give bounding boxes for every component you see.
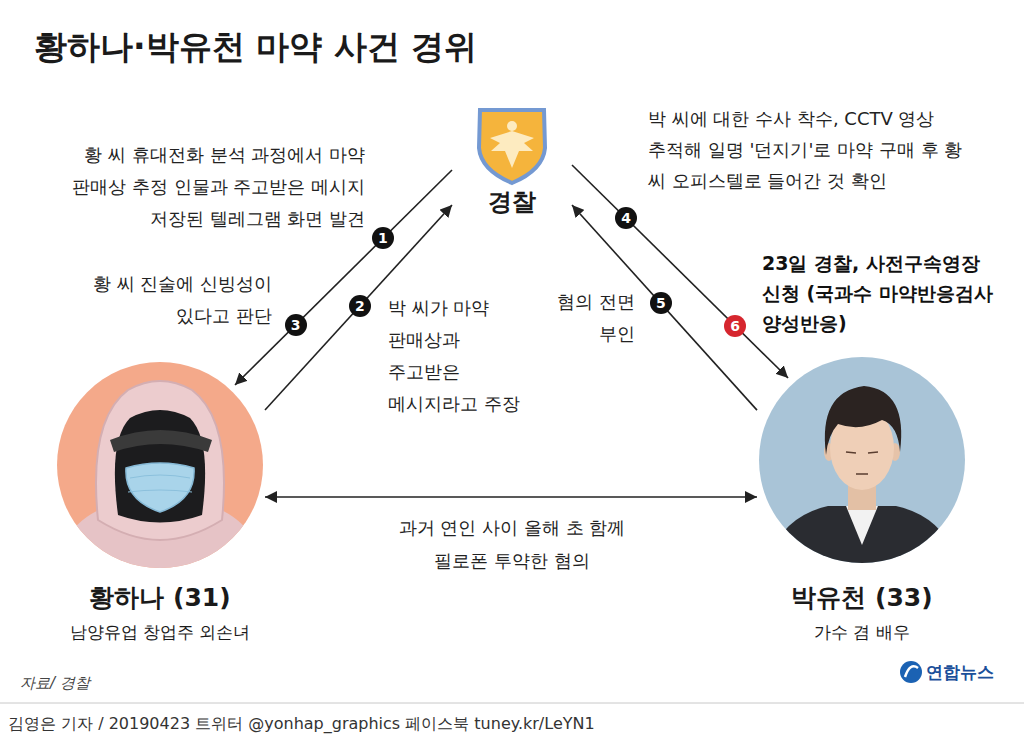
hood bbox=[96, 381, 224, 540]
logo-swoosh bbox=[905, 666, 918, 677]
yonhap-logo bbox=[900, 661, 922, 683]
cap-brim bbox=[110, 430, 212, 452]
arrow-label: 과거 연인 사이 올해 초 함께 필로폰 투약한 혐의 bbox=[387, 511, 637, 577]
logo-mark bbox=[900, 661, 922, 683]
face-mask bbox=[126, 463, 194, 512]
hair bbox=[825, 386, 901, 455]
relation-arrow bbox=[572, 165, 788, 378]
facial-features bbox=[846, 452, 878, 474]
eagle-body bbox=[490, 131, 534, 168]
police-node: 경찰 bbox=[452, 100, 572, 225]
portrait-park bbox=[759, 357, 965, 575]
arrow-label: 박 씨가 마약 판매상과 주고받은 메시지라고 주장 bbox=[388, 292, 523, 420]
arrow-label: 혐의 전면 부인 bbox=[545, 286, 635, 350]
logo-text: 연합뉴스 bbox=[926, 661, 1018, 683]
note-text: 23일 경찰, 사전구속영장 신청 (국과수 마약반응검사 양성반응) bbox=[762, 248, 1012, 338]
node-subtitle: 가수 겸 배우 bbox=[814, 621, 910, 643]
source-note: 자료/ 경찰 bbox=[20, 673, 170, 693]
note-text: 황 씨 진술에 신빙성이 있다고 판단 bbox=[72, 268, 272, 332]
callout-number: 2 bbox=[349, 295, 371, 317]
node-title: 박유천 (33) bbox=[791, 583, 932, 613]
police-badge bbox=[479, 110, 545, 183]
callout-number: 3 bbox=[285, 314, 307, 336]
arrow-label: 박 씨에 대한 수사 착수, CCTV 영상 추적해 일명 '던지기'로 마약 … bbox=[648, 103, 978, 196]
badge-shield bbox=[479, 110, 545, 183]
face-cover bbox=[115, 410, 205, 523]
person-node: 황하나 (31) 남양유업 창업주 외손녀 bbox=[55, 385, 265, 650]
callout-number: 1 bbox=[372, 227, 394, 249]
node-title: 경찰 bbox=[488, 188, 536, 216]
node-subtitle: 남양유업 창업주 외손녀 bbox=[70, 621, 251, 643]
shirt bbox=[846, 506, 878, 545]
arrow-label: 황 씨 휴대전화 분석 과정에서 마약 판매상 추정 인물과 주고받은 메시지 … bbox=[45, 139, 365, 235]
callout-number: 6 bbox=[724, 315, 746, 337]
footer-rule bbox=[0, 703, 1024, 704]
person-node: 박유천 (33) 가수 겸 배우 bbox=[757, 378, 967, 650]
node-title: 황하나 (31) bbox=[89, 583, 230, 613]
suit bbox=[765, 506, 960, 575]
portrait-hwang bbox=[55, 362, 265, 575]
credit-line: 김영은 기자 / 20190423 트위터 @yonhap_graphics 페… bbox=[8, 713, 595, 735]
diagram-title: 황하나·박유천 마약 사건 경위 bbox=[34, 26, 477, 68]
relation-arrow bbox=[265, 496, 757, 498]
eagle-head bbox=[507, 121, 517, 131]
mask-pleats bbox=[128, 475, 192, 492]
